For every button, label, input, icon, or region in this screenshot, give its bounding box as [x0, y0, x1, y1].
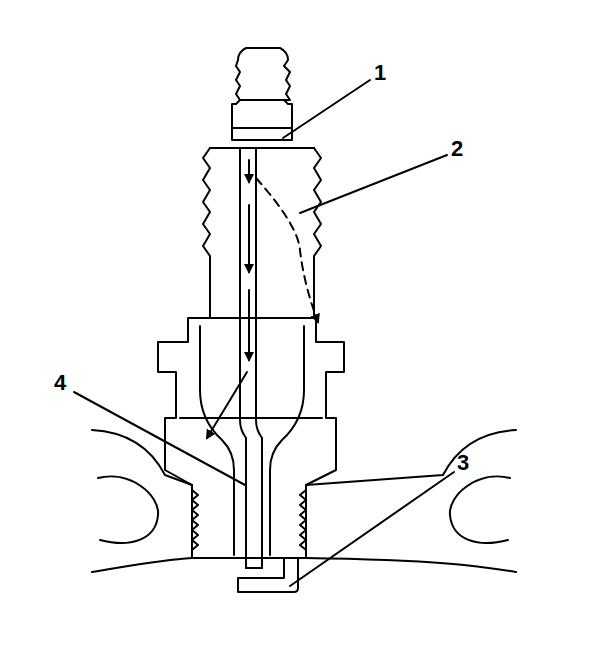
callout-number: 1	[374, 62, 386, 84]
callout-number: 2	[451, 138, 463, 160]
callout-number: 3	[457, 452, 469, 474]
callout-number: 4	[54, 372, 66, 394]
